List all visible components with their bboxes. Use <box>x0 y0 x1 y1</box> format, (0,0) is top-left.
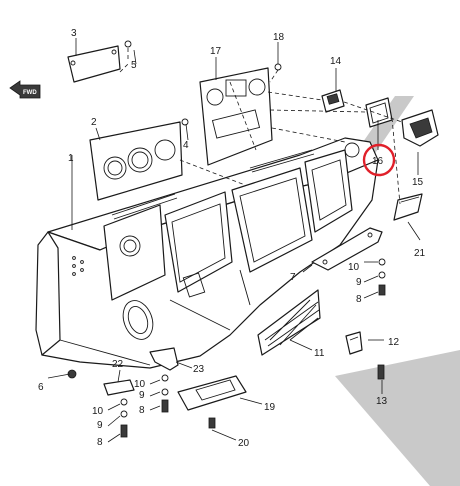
screw-5-icon <box>124 40 132 48</box>
callout-2: 2 <box>91 117 97 128</box>
callout-8a: 8 <box>356 294 362 305</box>
callout-7: 7 <box>290 272 296 283</box>
background-shade-bottom <box>335 350 460 486</box>
instrument-panel-part <box>35 137 379 369</box>
callout-11: 11 <box>314 348 325 359</box>
callout-9b: 9 <box>97 420 103 431</box>
callout-10c: 10 <box>134 379 146 390</box>
clip-part <box>345 331 363 355</box>
screw-18-icon <box>274 63 282 71</box>
callout-20: 20 <box>238 438 250 449</box>
callout-6: 6 <box>38 382 44 393</box>
callout-4: 4 <box>183 140 189 151</box>
gauge-bezel-part <box>89 121 183 201</box>
switch-part <box>321 89 345 113</box>
forward-arrow-icon: FWD <box>9 80 41 99</box>
callout-12: 12 <box>388 337 400 348</box>
callout-labels: 1 2 3 4 5 6 7 8 8 8 9 9 9 10 10 10 11 12… <box>38 28 426 449</box>
callout-9a: 9 <box>356 277 362 288</box>
screw-4-icon <box>181 118 189 126</box>
callout-15: 15 <box>412 177 424 188</box>
callout-19: 19 <box>264 402 276 413</box>
callout-23: 23 <box>193 364 205 375</box>
fasteners <box>67 40 386 438</box>
callout-8c: 8 <box>139 405 145 416</box>
centre-bezel-part <box>199 67 273 166</box>
callout-13: 13 <box>376 396 388 407</box>
callout-1: 1 <box>68 153 74 164</box>
callout-3: 3 <box>71 28 77 39</box>
callout-22: 22 <box>112 359 124 370</box>
reference-lines <box>119 48 403 205</box>
callout-9c: 9 <box>139 390 145 401</box>
callout-21: 21 <box>414 248 426 259</box>
callout-10b: 10 <box>92 406 104 417</box>
storage-net-part <box>257 289 321 356</box>
filler-panel-part <box>393 193 423 221</box>
cover-plate-part <box>67 45 121 83</box>
highlight-ring <box>362 143 396 177</box>
side-vent-part <box>401 109 439 147</box>
leader-lines <box>47 38 421 443</box>
callout-14: 14 <box>330 56 342 67</box>
callout-5: 5 <box>131 60 137 71</box>
callout-8b: 8 <box>97 437 103 448</box>
callout-17: 17 <box>210 46 222 57</box>
callout-10a: 10 <box>348 262 360 273</box>
gasket-part <box>365 97 393 128</box>
callout-18: 18 <box>273 32 285 43</box>
lower-plate-part <box>177 375 247 411</box>
forward-marker-label: FWD <box>23 90 37 96</box>
small-plate-part <box>103 379 135 396</box>
lower-bracket-part <box>149 347 179 371</box>
bracket-part <box>311 227 383 271</box>
callout-16: 16 <box>372 156 384 167</box>
